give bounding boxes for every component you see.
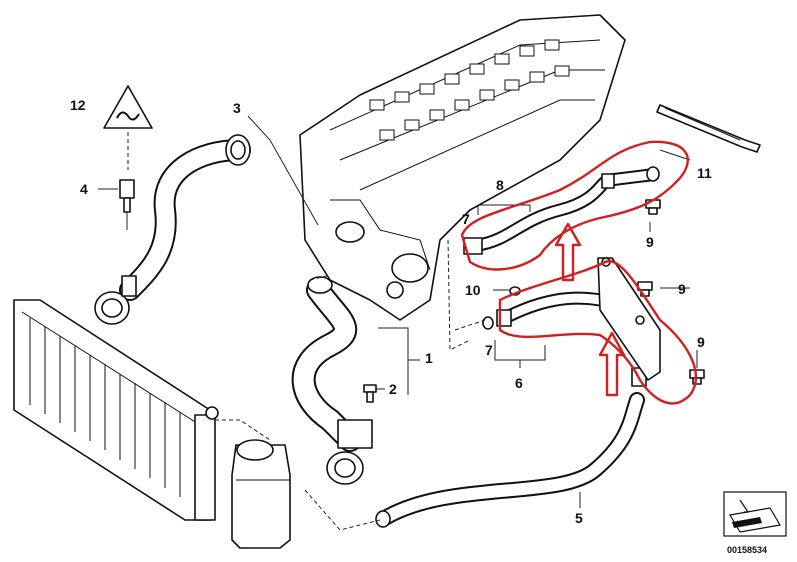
highlight-outline-lower xyxy=(498,259,698,405)
callout-9-middle: 9 xyxy=(678,281,686,297)
callout-1: 1 xyxy=(425,350,433,366)
diagram-code: 00158534 xyxy=(727,545,767,555)
coolant-pipe-8 xyxy=(463,166,660,255)
callout-2: 2 xyxy=(389,381,397,397)
warning-triangle-label xyxy=(103,85,153,170)
arrow-up-lower xyxy=(598,331,626,397)
red-highlight-marks[interactable] xyxy=(460,140,698,405)
leader-lines xyxy=(98,115,698,531)
callout-5: 5 xyxy=(575,510,583,526)
callout-4: 4 xyxy=(80,181,88,197)
callout-12: 12 xyxy=(70,97,86,113)
callout-10: 10 xyxy=(465,282,481,298)
callout-9-top: 9 xyxy=(646,234,654,250)
callout-9-bottom: 9 xyxy=(697,334,705,350)
callout-8: 8 xyxy=(496,177,504,193)
callout-11: 11 xyxy=(697,165,712,181)
lower-coolant-hose xyxy=(291,276,373,485)
radiator xyxy=(13,299,219,521)
highlight-outline-upper xyxy=(460,140,689,271)
diagram-corner-logo xyxy=(723,491,787,537)
callout-7-lower: 7 xyxy=(485,342,493,358)
cable-strap xyxy=(656,104,761,153)
arrow-up-upper xyxy=(554,222,582,282)
callout-6: 6 xyxy=(515,375,523,391)
engine-cylinder-head xyxy=(299,14,626,321)
mounting-bracket xyxy=(597,257,661,381)
upper-radiator-hose xyxy=(94,134,251,325)
temperature-sensor xyxy=(119,179,135,230)
bypass-hose-5 xyxy=(375,367,647,528)
expansion-tank xyxy=(231,439,291,549)
bolt-2 xyxy=(363,384,377,403)
callout-7-upper: 7 xyxy=(462,211,470,227)
callout-3: 3 xyxy=(233,100,241,116)
